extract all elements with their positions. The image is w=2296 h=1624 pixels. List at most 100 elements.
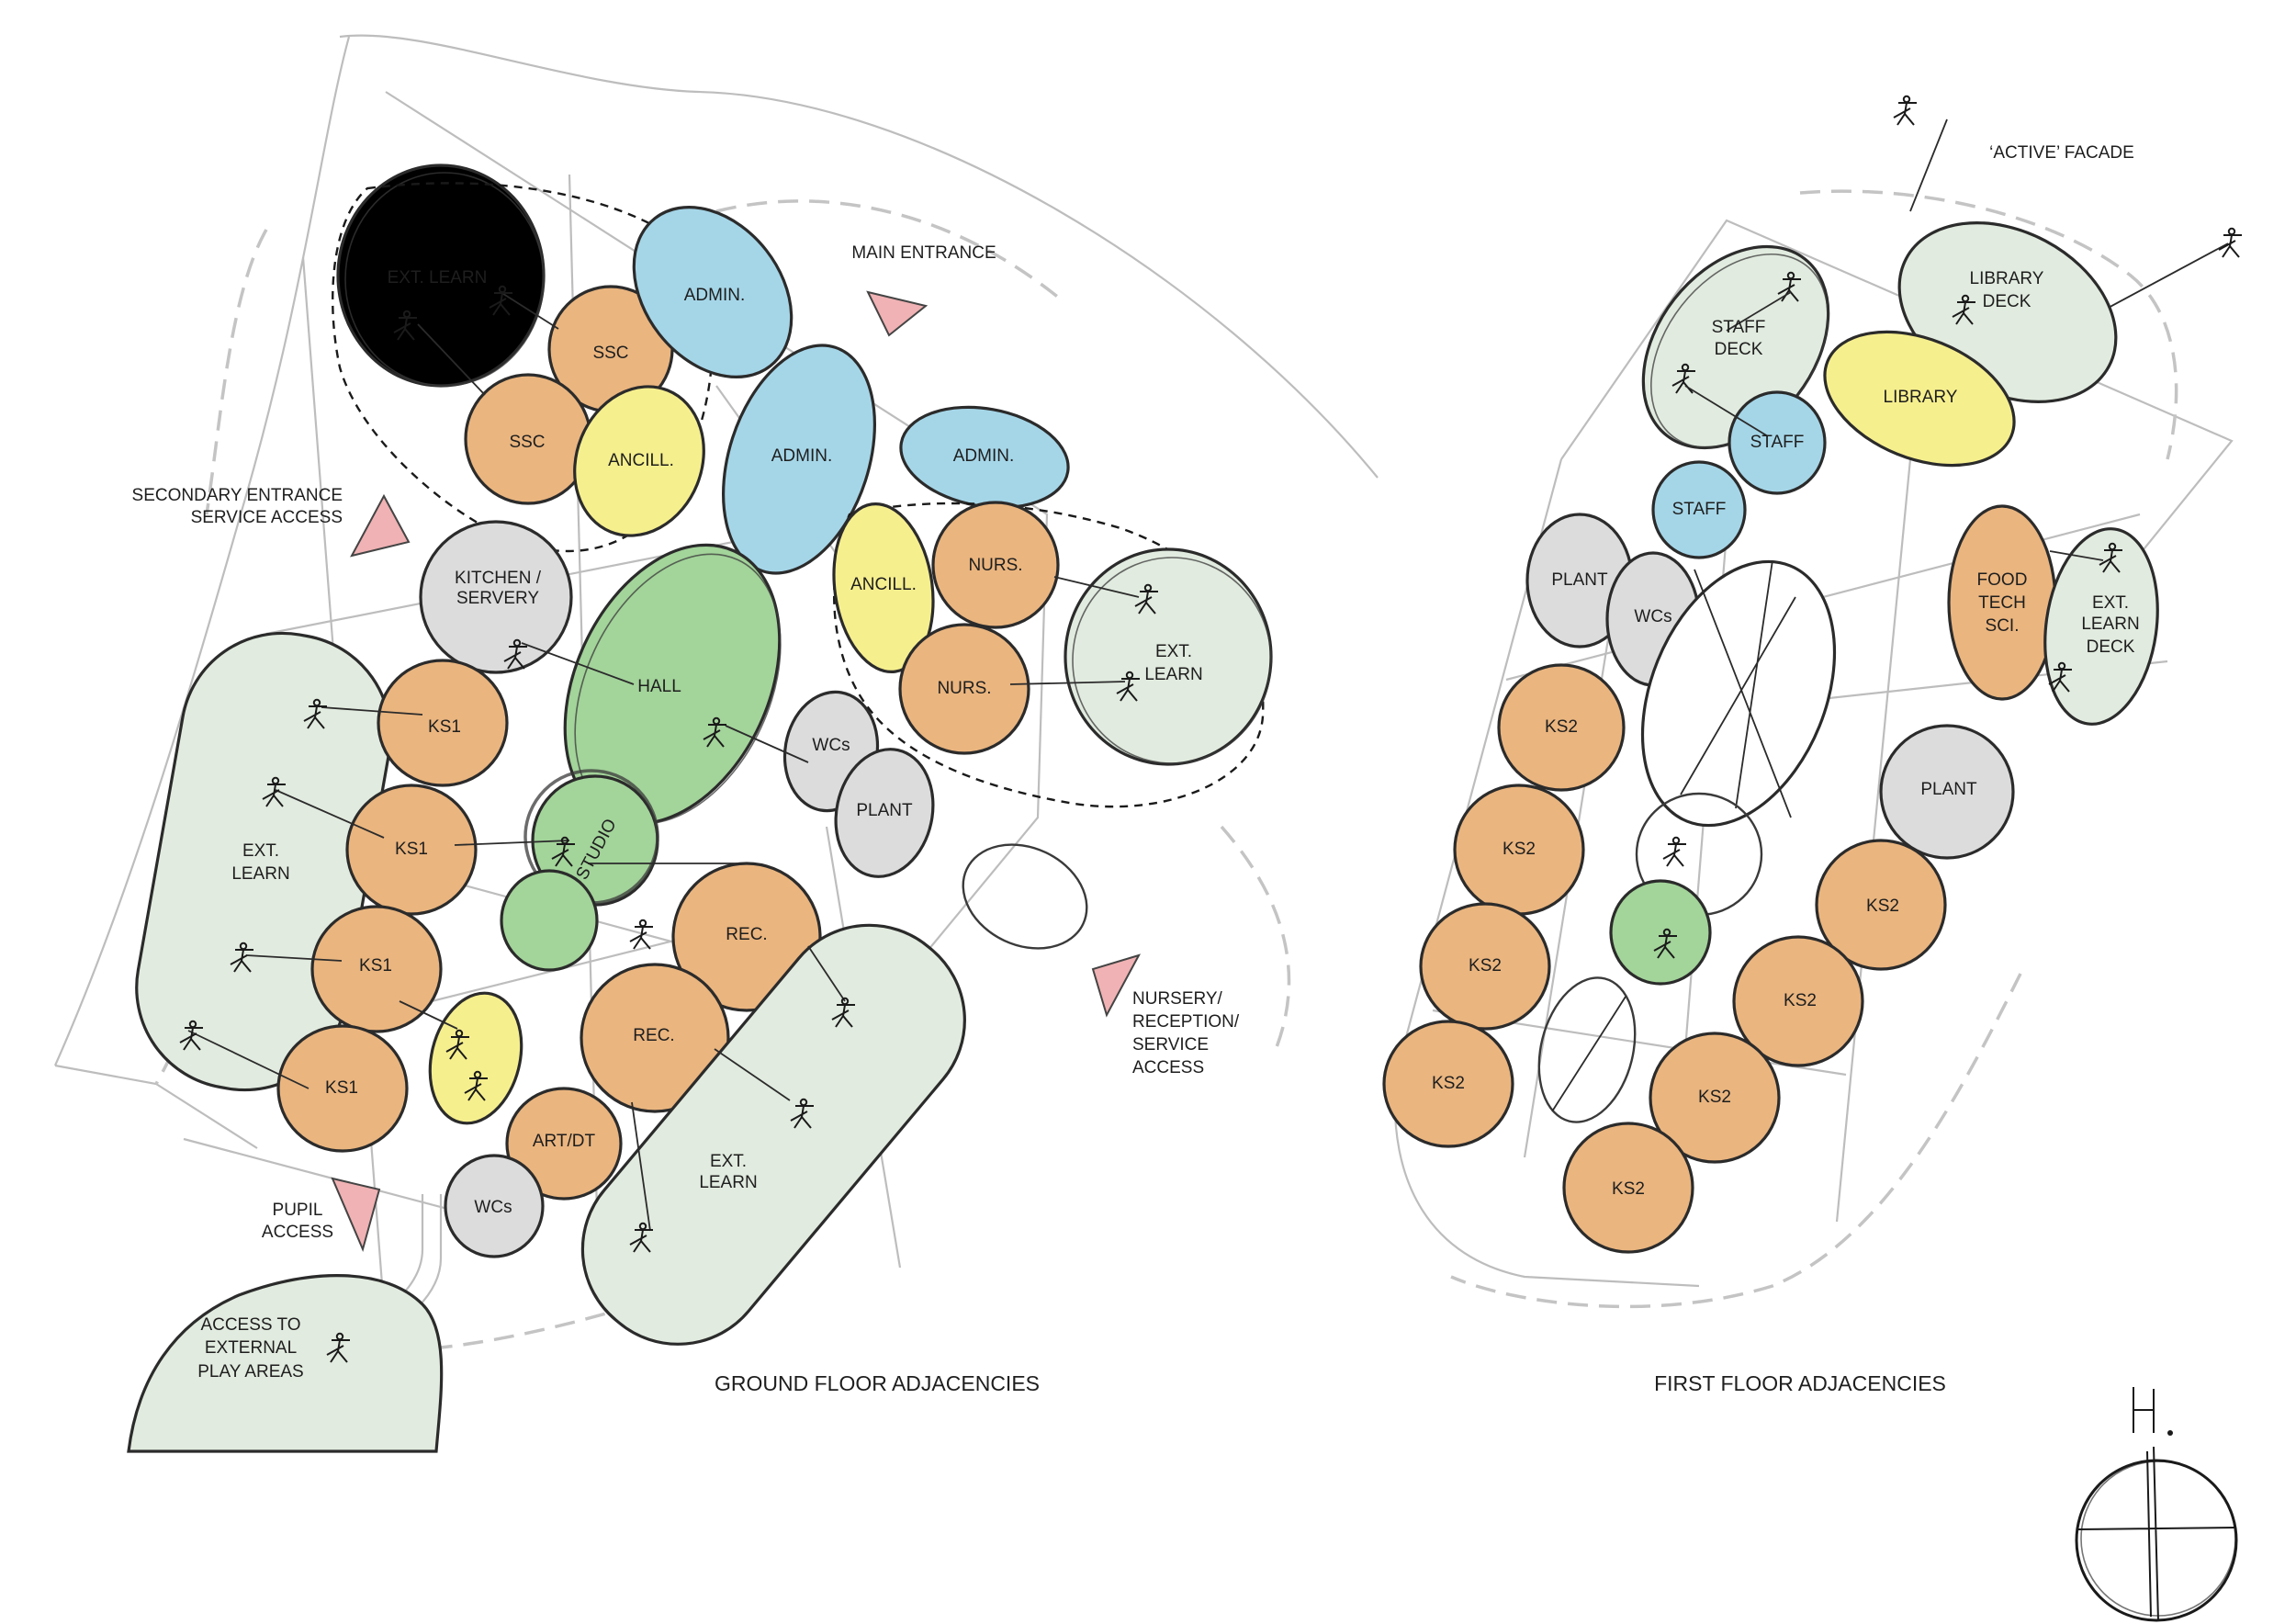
label-admin-2: ADMIN.	[771, 446, 833, 466]
void-over-studio-annex	[1609, 879, 1712, 986]
label-admin-3: ADMIN.	[953, 446, 1015, 466]
admin-room-2	[722, 344, 876, 575]
label-ext-learn-s-1: EXT.	[710, 1152, 747, 1171]
label-nursery-access-2: RECEPTION/	[1132, 1012, 1240, 1032]
rec-room-1	[671, 862, 822, 1012]
label-kitchen-1: KITCHEN /	[455, 569, 542, 588]
ks2-room-4	[1382, 1020, 1514, 1148]
label-ssc-2: SSC	[509, 433, 545, 452]
caption-first-floor: FIRST FLOOR ADJACENCIES	[1654, 1371, 1946, 1395]
label-library: LIBRARY	[1884, 388, 1958, 407]
label-pupil-access-2: ACCESS	[262, 1223, 333, 1242]
first-floor-labels: STAFF DECK LIBRARY DECK LIBRARY STAFF ST…	[1432, 143, 2140, 1395]
label-ext-learn-deck-2: LEARN	[2081, 615, 2139, 634]
label-ks2-3: KS2	[1469, 956, 1502, 976]
label-ks2-2: KS2	[1503, 840, 1536, 859]
label-ext-learn-w-1: EXT.	[242, 841, 279, 861]
first-floor-person-icons	[1653, 95, 2243, 959]
label-main-entrance: MAIN ENTRANCE	[851, 243, 996, 263]
label-pupil-access-1: PUPIL	[273, 1201, 323, 1220]
label-play-areas-2: EXTERNAL	[205, 1338, 297, 1358]
label-staff-deck-2: DECK	[1715, 340, 1763, 359]
void-over-ancill	[1537, 976, 1637, 1123]
admin-room-1	[632, 206, 793, 378]
label-ks1-4: KS1	[325, 1078, 358, 1098]
label-ext-learn-e-1: EXT.	[1155, 642, 1192, 661]
secondary-entrance-arrow-icon	[350, 493, 411, 558]
ks1-room-3	[310, 905, 443, 1033]
ext-learn-s-zone	[580, 923, 966, 1346]
plant-room-1	[834, 748, 935, 878]
label-ks2-7: KS2	[1698, 1088, 1731, 1107]
nursery-access-arrow-icon	[1091, 953, 1142, 1018]
ext-learn-deck-zone	[2043, 527, 2159, 726]
ks2-room-1	[1497, 663, 1626, 792]
caption-ground-floor: GROUND FLOOR ADJACENCIES	[715, 1371, 1040, 1395]
nursery-cluster-dashed-boundary	[833, 502, 1265, 808]
label-food-1: FOOD	[1977, 570, 2028, 590]
label-ext-learn-s-2: LEARN	[699, 1173, 757, 1192]
label-active-facade: ‘ACTIVE’ FACADE	[1989, 143, 2134, 163]
label-ks2-6: KS2	[1784, 991, 1817, 1010]
ground-floor-labels: EXT. LEARN SSC SSC ADMIN. ANCILL. ADMIN.…	[132, 243, 1240, 1395]
label-hall: HALL	[637, 677, 681, 696]
future-space-outline	[962, 843, 1088, 950]
nurs-room-1	[931, 501, 1060, 629]
label-ssc-1: SSC	[592, 344, 628, 363]
label-food-2: TECH	[1978, 593, 2026, 613]
ancill-room-1	[573, 385, 705, 537]
label-ks1-3: KS1	[359, 956, 392, 976]
ks1-room-2	[345, 784, 478, 916]
label-library-deck-2: DECK	[1983, 292, 2032, 311]
label-ext-learn-deck-3: DECK	[2087, 637, 2135, 657]
label-nursery-access-3: SERVICE	[1132, 1035, 1209, 1054]
label-secondary-entrance-2: SERVICE ACCESS	[191, 508, 343, 527]
art-dt-room	[505, 1087, 623, 1201]
label-rec-2: REC.	[633, 1026, 674, 1045]
north-arrow-label: N	[2158, 1418, 2159, 1420]
wcs-room-2	[444, 1154, 545, 1258]
label-wcs-1: WCs	[812, 736, 850, 755]
ks2-room-8	[1562, 1122, 1694, 1254]
label-ks1-2: KS1	[395, 840, 428, 859]
north-arrow-icon: N	[2075, 1387, 2238, 1622]
label-wcs-3: WCs	[1634, 607, 1671, 626]
label-secondary-entrance-1: SECONDARY ENTRANCE	[132, 486, 343, 505]
label-nursery-access-1: NURSERY/	[1132, 989, 1223, 1009]
label-ext-learn-e-2: LEARN	[1144, 665, 1202, 684]
label-ks2-5: KS2	[1866, 897, 1899, 916]
label-ancill-1: ANCILL.	[608, 451, 674, 470]
label-ext-learn-nw: EXT. LEARN	[388, 268, 488, 288]
ks1-room-1	[377, 659, 509, 787]
ks2-room-5	[1815, 839, 1947, 971]
label-art-dt: ART/DT	[533, 1132, 596, 1151]
label-food-3: SCI.	[1986, 616, 2020, 636]
ks2-room-6	[1732, 935, 1864, 1067]
label-plant-2: PLANT	[1551, 570, 1608, 590]
ancill-room-2	[832, 502, 935, 674]
label-ks2-8: KS2	[1612, 1179, 1645, 1199]
label-library-deck-1: LIBRARY	[1970, 269, 2044, 288]
label-staff-deck-1: STAFF	[1712, 318, 1766, 337]
label-ext-learn-w-2: LEARN	[231, 864, 289, 884]
main-entrance-arrow-icon	[866, 290, 929, 337]
external-play-area	[127, 1274, 444, 1453]
label-nursery-access-4: ACCESS	[1132, 1058, 1204, 1077]
label-nurs-2: NURS.	[937, 679, 991, 698]
ground-floor-leaders	[187, 291, 1140, 1232]
rec-room-2	[580, 963, 730, 1113]
label-rec-1: REC.	[726, 925, 767, 944]
label-play-areas-1: ACCESS TO	[200, 1315, 300, 1335]
label-nurs-1: NURS.	[968, 556, 1022, 575]
label-ks2-1: KS2	[1545, 717, 1578, 737]
nurs-room-2	[898, 623, 1030, 755]
staff-room-2	[1651, 460, 1747, 559]
ks1-room-4	[276, 1024, 409, 1153]
label-wcs-2: WCs	[474, 1198, 512, 1217]
label-staff-1: STAFF	[1750, 433, 1805, 452]
label-plant-3: PLANT	[1920, 780, 1977, 799]
label-ext-learn-deck-1: EXT.	[2092, 593, 2129, 613]
label-ks2-4: KS2	[1432, 1074, 1465, 1093]
label-play-areas-3: PLAY AREAS	[197, 1362, 303, 1382]
